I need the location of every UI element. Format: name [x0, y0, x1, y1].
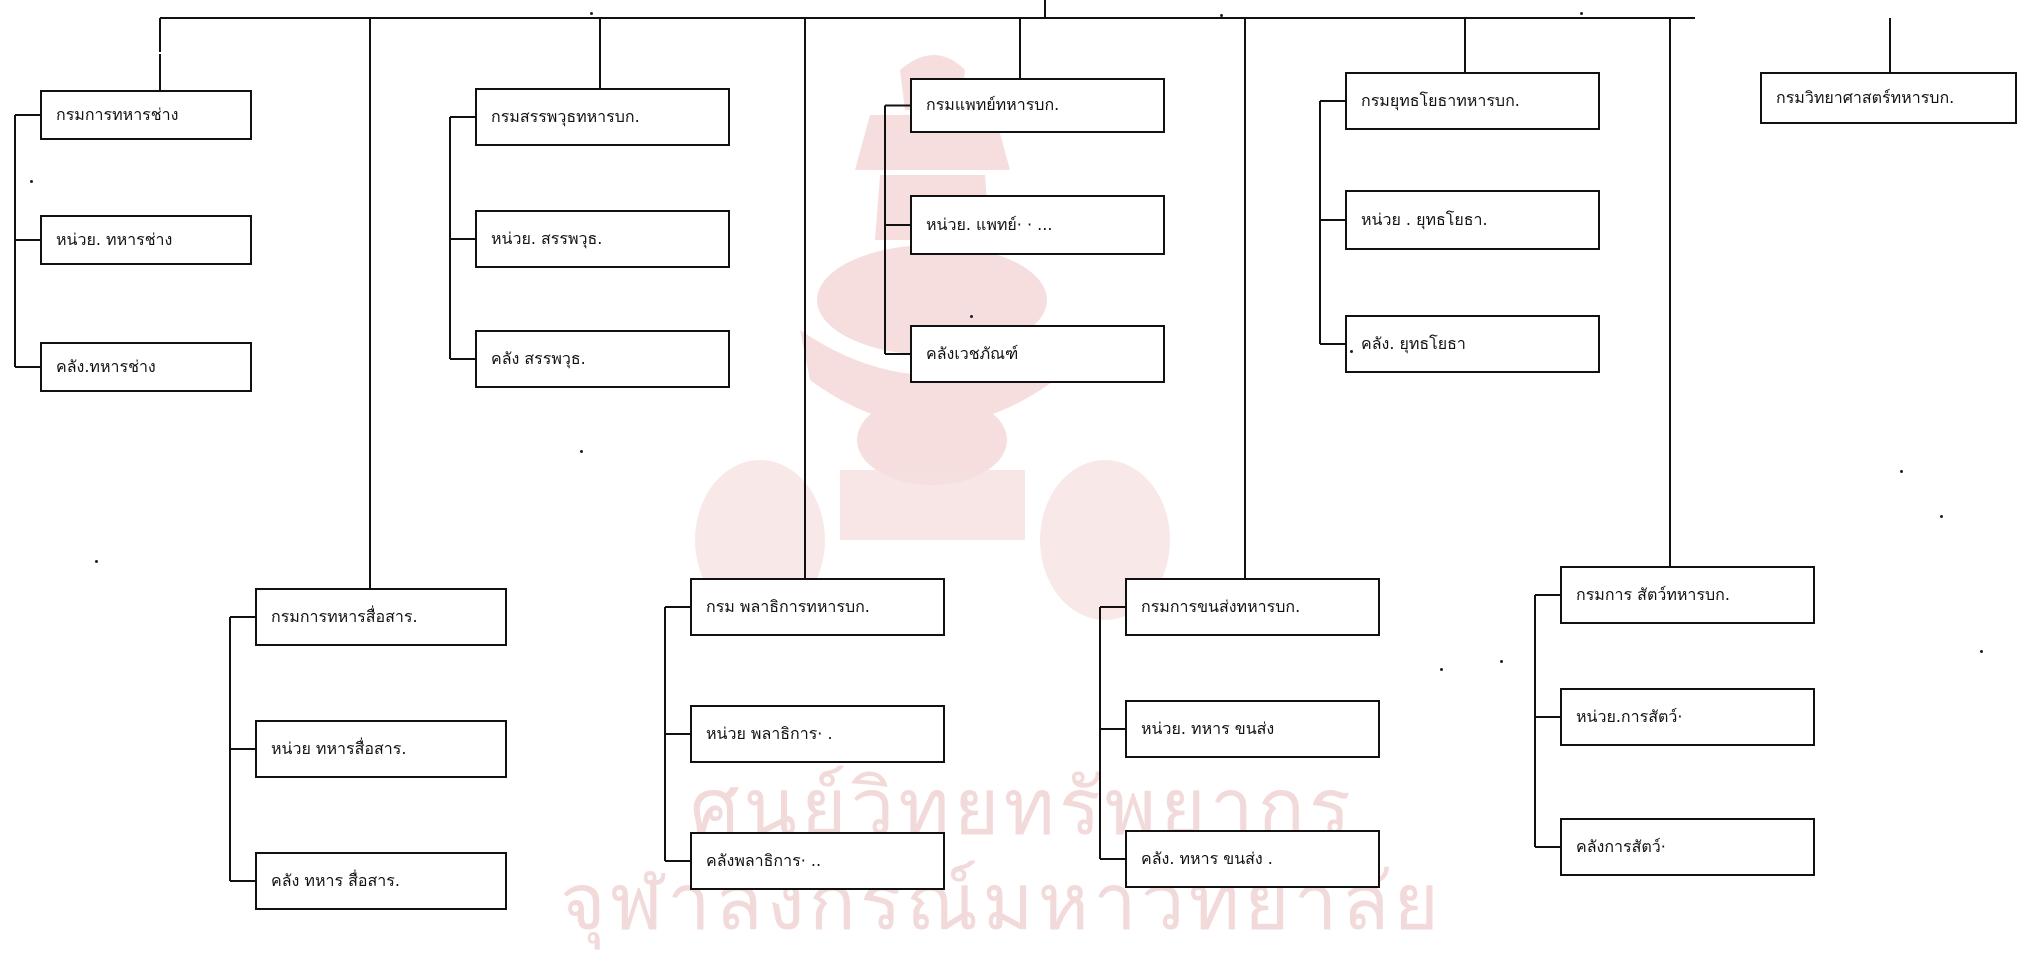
department-box: กรมการทหารสื่อสาร. [255, 588, 507, 646]
scan-speck [95, 560, 98, 563]
department-box: กรมยุทธโยธาทหารบก. [1345, 72, 1600, 130]
department-box: กรมการขนส่งทหารบก. [1125, 578, 1380, 636]
depot-box: คลัง ทหาร สื่อสาร. [255, 852, 507, 910]
unit-box: หน่วย. สรรพวุธ. [475, 210, 730, 268]
unit-box: หน่วย. แพทย์· · ... [910, 195, 1165, 255]
scan-speck [1580, 12, 1583, 15]
depot-box: คลังพลาธิการ· .. [690, 832, 945, 890]
scan-speck [590, 12, 593, 15]
department-box: กรมวิทยาศาสตร์ทหารบก. [1760, 72, 2017, 124]
unit-box: หน่วย.การสัตว์· [1560, 688, 1815, 746]
department-box: กรมแพทย์ทหารบก. [910, 78, 1165, 133]
unit-box: หน่วย พลาธิการ· . [690, 705, 945, 763]
scan-speck [1980, 650, 1983, 653]
unit-box: หน่วย. ทหารช่าง [40, 215, 252, 265]
scan-speck [970, 315, 973, 318]
department-box: กรมการทหารช่าง [40, 90, 252, 140]
scan-speck [1350, 350, 1353, 353]
depot-box: คลัง สรรพวุธ. [475, 330, 730, 388]
scan-speck [580, 450, 583, 453]
unit-box: หน่วย ทหารสื่อสาร. [255, 720, 507, 778]
scan-speck [1940, 515, 1943, 518]
scan-speck [1500, 660, 1503, 663]
org-chart-connectors [14, 0, 1891, 882]
unit-box: หน่วย . ยุทธโยธา. [1345, 190, 1600, 250]
unit-box: หน่วย. ทหาร ขนส่ง [1125, 700, 1380, 758]
depot-box: คลัง.ทหารช่าง [40, 342, 252, 392]
depot-box: คลังเวชภัณฑ์ [910, 325, 1165, 383]
scan-speck [1220, 14, 1223, 17]
department-box: กรมการ สัตว์ทหารบก. [1560, 566, 1815, 624]
department-box: กรมสรรพวุธทหารบก. [475, 88, 730, 146]
depot-box: คลังการสัตว์· [1560, 818, 1815, 876]
depot-box: คลัง. ทหาร ขนส่ง . [1125, 830, 1380, 888]
scan-speck [1900, 470, 1903, 473]
department-box: กรม พลาธิการทหารบก. [690, 578, 945, 636]
scan-speck [1440, 668, 1443, 671]
depot-box: คลัง. ยุทธโยธา [1345, 315, 1600, 373]
scan-speck [30, 180, 33, 183]
